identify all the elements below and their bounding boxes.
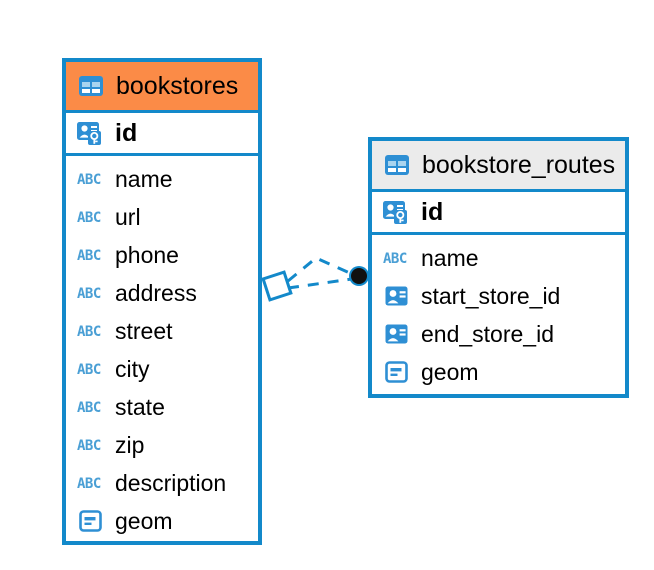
svg-text:ABC: ABC bbox=[77, 172, 101, 187]
foreign-key-icon bbox=[382, 283, 412, 309]
field-row[interactable]: ABC url bbox=[66, 198, 258, 236]
text-abc-icon: ABC bbox=[76, 432, 106, 458]
field-label: street bbox=[115, 317, 173, 344]
field-row[interactable]: ABC zip bbox=[66, 426, 258, 464]
primary-key-label: id bbox=[115, 118, 138, 147]
geometry-icon bbox=[76, 508, 106, 534]
entity-bookstores[interactable]: bookstores bbox=[62, 58, 262, 545]
svg-text:ABC: ABC bbox=[77, 476, 101, 491]
field-label: geom bbox=[115, 507, 173, 534]
text-abc-icon: ABC bbox=[76, 394, 106, 420]
text-abc-icon: ABC bbox=[76, 356, 106, 382]
field-label: description bbox=[115, 469, 227, 496]
entity-field-list: ABC name start_store_id bbox=[372, 235, 625, 397]
svg-text:ABC: ABC bbox=[77, 362, 101, 377]
field-row[interactable]: geom bbox=[66, 502, 258, 540]
svg-text:ABC: ABC bbox=[383, 251, 407, 266]
field-row[interactable]: ABC description bbox=[66, 464, 258, 502]
svg-text:ABC: ABC bbox=[77, 324, 101, 339]
entity-bookstore-routes[interactable]: bookstore_routes bbox=[368, 137, 629, 398]
svg-text:ABC: ABC bbox=[77, 400, 101, 415]
field-label: name bbox=[421, 244, 479, 271]
field-label: start_store_id bbox=[421, 282, 561, 309]
field-label: phone bbox=[115, 241, 179, 268]
field-label: state bbox=[115, 393, 165, 420]
text-abc-icon: ABC bbox=[76, 280, 106, 306]
field-label: geom bbox=[421, 358, 479, 385]
primary-key-icon bbox=[76, 120, 106, 146]
text-abc-icon: ABC bbox=[76, 166, 106, 192]
field-label: zip bbox=[115, 431, 145, 458]
text-abc-icon: ABC bbox=[382, 245, 412, 271]
svg-text:ABC: ABC bbox=[77, 286, 101, 301]
entity-field-list: ABC name ABC url ABC p bbox=[66, 156, 258, 546]
entity-title: bookstores bbox=[116, 71, 239, 100]
field-row[interactable]: ABC name bbox=[66, 160, 258, 198]
relationship-circle-endpoint bbox=[349, 266, 369, 286]
field-row[interactable]: end_store_id bbox=[372, 315, 625, 353]
field-row[interactable]: start_store_id bbox=[372, 277, 625, 315]
entity-header-bookstores[interactable]: bookstores bbox=[66, 62, 258, 110]
field-row[interactable]: ABC street bbox=[66, 312, 258, 350]
table-icon bbox=[76, 73, 106, 99]
table-icon bbox=[382, 152, 412, 178]
text-abc-icon: ABC bbox=[76, 318, 106, 344]
geometry-icon bbox=[382, 359, 412, 385]
svg-text:ABC: ABC bbox=[77, 438, 101, 453]
field-row[interactable]: geom bbox=[372, 353, 625, 391]
entity-primary-key-row[interactable]: id bbox=[66, 110, 258, 156]
field-row[interactable]: ABC city bbox=[66, 350, 258, 388]
field-label: url bbox=[115, 203, 141, 230]
relationship-line-upper bbox=[287, 256, 353, 283]
field-row[interactable]: ABC name bbox=[372, 239, 625, 277]
entity-header-bookstore-routes[interactable]: bookstore_routes bbox=[372, 141, 625, 189]
text-abc-icon: ABC bbox=[76, 204, 106, 230]
primary-key-icon bbox=[382, 199, 412, 225]
field-label: city bbox=[115, 355, 150, 382]
foreign-key-icon bbox=[382, 321, 412, 347]
entity-title: bookstore_routes bbox=[422, 150, 616, 179]
relationship-line-lower bbox=[287, 277, 353, 290]
field-row[interactable]: ABC address bbox=[66, 274, 258, 312]
svg-text:ABC: ABC bbox=[77, 248, 101, 263]
field-row[interactable]: ABC phone bbox=[66, 236, 258, 274]
primary-key-label: id bbox=[421, 197, 444, 226]
relationship-diamond-endpoint bbox=[261, 270, 293, 302]
field-label: end_store_id bbox=[421, 320, 554, 347]
field-label: address bbox=[115, 279, 197, 306]
entity-primary-key-row[interactable]: id bbox=[372, 189, 625, 235]
svg-text:ABC: ABC bbox=[77, 210, 101, 225]
text-abc-icon: ABC bbox=[76, 242, 106, 268]
field-row[interactable]: ABC state bbox=[66, 388, 258, 426]
field-label: name bbox=[115, 165, 173, 192]
text-abc-icon: ABC bbox=[76, 470, 106, 496]
